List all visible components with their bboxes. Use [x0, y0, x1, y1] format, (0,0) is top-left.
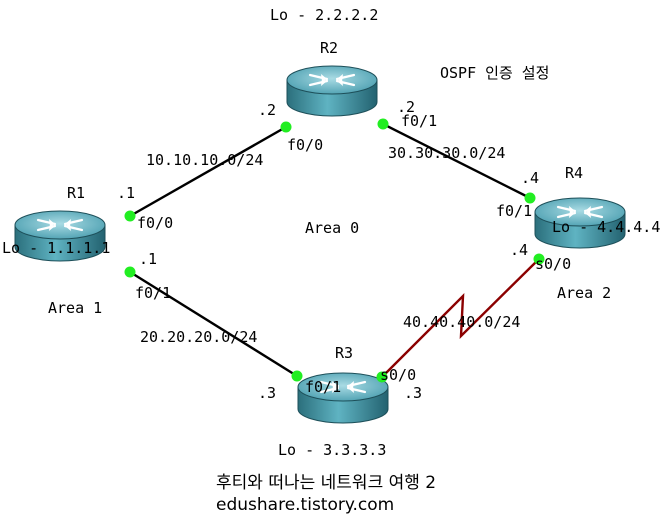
area-1-label: Area 1 — [48, 299, 102, 317]
footer-line-1: 후티와 떠나는 네트워크 여행 2 — [216, 473, 436, 493]
r2-host-r2-r4: .2 — [397, 98, 415, 116]
r3-if-r1-r3: f0/1 — [305, 378, 341, 396]
router-r2[interactable] — [285, 64, 379, 118]
network-r3-r4: 40.40.40.0/24 — [403, 313, 520, 331]
network-r1-r2: 10.10.10.0/24 — [146, 151, 263, 169]
port-r3-f0-1[interactable] — [291, 370, 303, 382]
serial-link-r3-r4 — [381, 258, 540, 378]
r1-host-r1-r3: .1 — [139, 250, 157, 268]
r1-if-r1-r2: f0/0 — [137, 214, 173, 232]
diagram-title: OSPF 인증 설정 — [440, 64, 549, 82]
r2-name: R2 — [320, 39, 338, 57]
r2-if-r2-r4: f0/1 — [401, 112, 437, 130]
r2-if-r1-r2: f0/0 — [287, 136, 323, 154]
r1-if-r1-r3: f0/1 — [135, 284, 171, 302]
r2-host-r1-r2: .2 — [258, 101, 276, 119]
r3-loopback: Lo - 3.3.3.3 — [278, 441, 386, 459]
r4-if-r3-r4: s0/0 — [535, 255, 571, 273]
r3-if-r3-r4: s0/0 — [380, 366, 416, 384]
footer-line-2: edushare.tistory.com — [216, 495, 394, 515]
port-r2-f0-1[interactable] — [377, 118, 389, 130]
link-r1-r2 — [129, 125, 287, 218]
r4-loopback: Lo - 4.4.4.4 — [552, 218, 660, 236]
link-r1-r3 — [129, 270, 298, 378]
r3-host-r1-r3: .3 — [258, 384, 276, 402]
r4-host-r2-r4: .4 — [521, 169, 539, 187]
r4-host-r3-r4: .4 — [510, 241, 528, 259]
port-r3-s0-0[interactable] — [376, 371, 388, 383]
area-0-label: Area 0 — [305, 219, 359, 237]
r1-name: R1 — [67, 184, 85, 202]
r4-name: R4 — [565, 164, 583, 182]
area-2-label: Area 2 — [557, 284, 611, 302]
port-r1-f0-1[interactable] — [124, 266, 136, 278]
r1-host-r1-r2: .1 — [117, 184, 135, 202]
r4-if-r2-r4: f0/1 — [496, 202, 532, 220]
network-r2-r4: 30.30.30.0/24 — [388, 144, 505, 162]
port-r2-f0-0[interactable] — [280, 121, 292, 133]
link-r2-r4 — [382, 122, 531, 200]
network-r1-r3: 20.20.20.0/24 — [140, 328, 257, 346]
port-r1-f0-0[interactable] — [124, 210, 136, 222]
r1-loopback: Lo - 1.1.1.1 — [2, 239, 110, 257]
r2-loopback: Lo - 2.2.2.2 — [270, 6, 378, 24]
port-r4-s0-0[interactable] — [533, 253, 545, 265]
r3-host-r3-r4: .3 — [404, 384, 422, 402]
port-r4-f0-1[interactable] — [524, 192, 536, 204]
r3-name: R3 — [335, 344, 353, 362]
